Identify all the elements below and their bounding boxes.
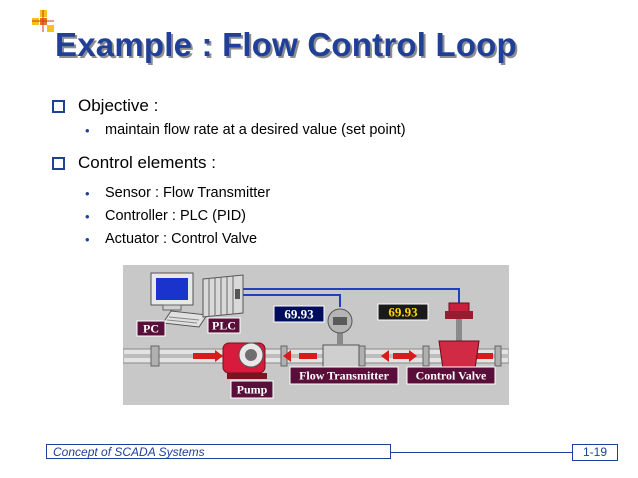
dot-bullet-icon: • [85,123,90,138]
checkbox-bullet-icon [52,157,65,170]
pc-computer-icon [150,272,208,328]
flow-transmitter-label: Flow Transmitter [299,369,390,383]
slide-logo-icon [32,10,54,32]
sub-bullet-actuator: • Actuator : Control Valve [52,228,612,251]
valve-value-display: 69.93 [388,305,418,320]
sub-bullet-controller: • Controller : PLC (PID) [52,205,612,228]
bullet-control-elements: Control elements : [52,150,612,176]
dot-bullet-icon: • [85,186,90,201]
control-valve-label: Control Valve [416,369,487,383]
elements-heading: Control elements : [78,153,216,172]
sub-bullet-sensor: • Sensor : Flow Transmitter [52,182,612,205]
footer-page-number: 1-19 [572,444,618,461]
bullet-list: Objective : • maintain flow rate at a de… [52,93,612,251]
flow-control-diagram: PC PLC 69.93 69.93 [123,265,509,405]
objective-heading: Objective : [78,96,159,115]
transmitter-value-display: 69.93 [284,307,314,322]
plc-label: PLC [212,319,236,333]
plc-rack-icon [202,274,244,318]
dot-bullet-icon: • [85,232,90,247]
control-valve-icon [438,302,480,370]
objective-item: maintain flow rate at a desired value (s… [105,122,406,138]
element-controller: Controller : PLC (PID) [105,208,247,224]
checkbox-bullet-icon [52,100,65,113]
footer-course-title: Concept of SCADA Systems [46,444,391,459]
slide-footer: Concept of SCADA Systems 1-19 [46,444,618,461]
signal-wires [209,288,460,307]
flow-transmitter-icon [322,308,360,368]
sub-bullet-objective: • maintain flow rate at a desired value … [52,119,612,142]
element-sensor: Sensor : Flow Transmitter [105,185,271,201]
dot-bullet-icon: • [85,209,90,224]
pump-icon [222,342,267,379]
slide-title: Example : Flow Control Loop [55,26,517,63]
pc-label: PC [143,322,159,336]
pump-label: Pump [237,383,268,397]
bullet-objective: Objective : [52,93,612,119]
element-actuator: Actuator : Control Valve [105,231,258,247]
